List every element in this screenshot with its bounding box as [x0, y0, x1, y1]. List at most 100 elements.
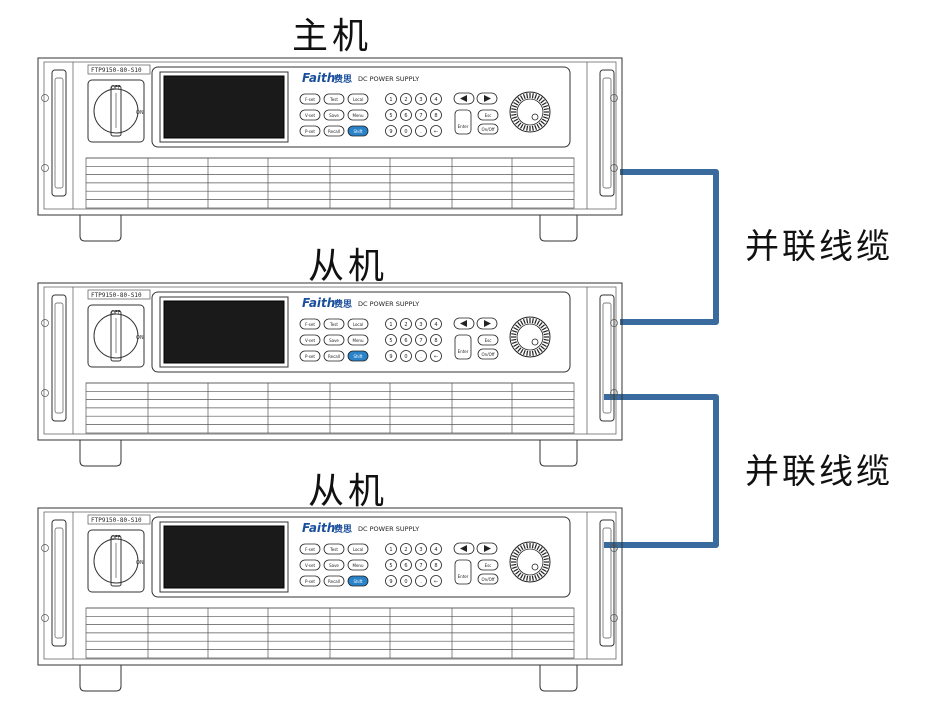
- numeric-key-8[interactable]: [385, 125, 397, 137]
- esc-key[interactable]: [477, 334, 499, 346]
- key-menu[interactable]: [347, 109, 369, 121]
- on-off-key[interactable]: [477, 123, 499, 135]
- numeric-key-9[interactable]: [400, 350, 412, 362]
- numeric-key-5[interactable]: [400, 334, 412, 346]
- left-rack-handle[interactable]: [51, 294, 67, 422]
- key-menu[interactable]: [347, 334, 369, 346]
- key-label: Shift: [353, 129, 363, 134]
- key-pset[interactable]: [299, 575, 321, 587]
- key-recall[interactable]: [323, 125, 345, 137]
- power-switch-lever[interactable]: [110, 310, 122, 362]
- key-vset[interactable]: [299, 334, 321, 346]
- numeric-key-4[interactable]: [385, 109, 397, 121]
- numeric-key-4[interactable]: [385, 559, 397, 571]
- key-label: On/Off: [482, 127, 495, 132]
- numeric-key-7[interactable]: [430, 334, 442, 346]
- numeric-key-10[interactable]: [415, 125, 427, 137]
- numeric-key-7[interactable]: [430, 559, 442, 571]
- key-local[interactable]: [347, 543, 369, 555]
- numeric-key-9[interactable]: [400, 575, 412, 587]
- numeric-key-3[interactable]: [430, 93, 442, 105]
- key-local[interactable]: [347, 318, 369, 330]
- key-label: F-set: [305, 97, 315, 102]
- key-shift[interactable]: [347, 125, 369, 137]
- numeric-key-4[interactable]: [385, 334, 397, 346]
- key-save[interactable]: [323, 109, 345, 121]
- key-vset[interactable]: [299, 559, 321, 571]
- numeric-key-6[interactable]: [415, 334, 427, 346]
- right-foot: [539, 440, 578, 467]
- key-fset[interactable]: [299, 318, 321, 330]
- knob-tooth: [540, 324, 545, 329]
- numeric-key-2[interactable]: [415, 543, 427, 555]
- numeric-key-6[interactable]: [415, 559, 427, 571]
- key-test[interactable]: [323, 318, 345, 330]
- numeric-key-5[interactable]: [400, 559, 412, 571]
- numeric-key-1[interactable]: [400, 318, 412, 330]
- power-switch-lever[interactable]: [110, 85, 122, 137]
- knob-tooth: [538, 547, 543, 552]
- key-save[interactable]: [323, 334, 345, 346]
- key-fset[interactable]: [299, 93, 321, 105]
- numeric-key-2[interactable]: [415, 93, 427, 105]
- key-fset[interactable]: [299, 543, 321, 555]
- key-test[interactable]: [323, 93, 345, 105]
- numeric-key-5[interactable]: [400, 109, 412, 121]
- right-rack-handle[interactable]: [599, 294, 615, 422]
- left-rack-handle[interactable]: [51, 519, 67, 647]
- key-shift[interactable]: [347, 350, 369, 362]
- numeric-key-10[interactable]: [415, 350, 427, 362]
- enter-key[interactable]: [454, 109, 472, 135]
- right-rack-handle[interactable]: [599, 69, 615, 197]
- key-pset[interactable]: [299, 125, 321, 137]
- enter-key[interactable]: [454, 559, 472, 585]
- knob-tooth: [522, 543, 526, 550]
- key-save[interactable]: [323, 559, 345, 571]
- numeric-key-1[interactable]: [400, 543, 412, 555]
- numeric-key-label: ←: [434, 354, 438, 360]
- numeric-key-label: 6: [404, 563, 407, 569]
- numeric-key-3[interactable]: [430, 318, 442, 330]
- enter-key-label: Enter: [458, 574, 469, 579]
- key-label: Menu: [353, 338, 364, 343]
- numeric-key-8[interactable]: [385, 350, 397, 362]
- numeric-key-8[interactable]: [385, 575, 397, 587]
- numeric-key-11[interactable]: [430, 350, 442, 362]
- esc-key[interactable]: [477, 109, 499, 121]
- numeric-key-label: 8: [434, 113, 437, 119]
- numeric-key-11[interactable]: [430, 125, 442, 137]
- power-switch-lever[interactable]: [110, 535, 122, 587]
- key-shift[interactable]: [347, 575, 369, 587]
- key-recall[interactable]: [323, 350, 345, 362]
- key-menu[interactable]: [347, 559, 369, 571]
- numeric-key-7[interactable]: [430, 109, 442, 121]
- numeric-key-2[interactable]: [415, 318, 427, 330]
- numeric-key-0[interactable]: [385, 318, 397, 330]
- numeric-key-0[interactable]: [385, 543, 397, 555]
- numeric-key-3[interactable]: [430, 543, 442, 555]
- numeric-key-0[interactable]: [385, 93, 397, 105]
- key-recall[interactable]: [323, 575, 345, 587]
- numeric-key-10[interactable]: [415, 575, 427, 587]
- key-local[interactable]: [347, 93, 369, 105]
- key-vset[interactable]: [299, 109, 321, 121]
- enter-key[interactable]: [454, 334, 472, 360]
- key-test[interactable]: [323, 543, 345, 555]
- numeric-key-label: 4: [434, 97, 437, 103]
- on-off-key[interactable]: [477, 348, 499, 360]
- numeric-key-1[interactable]: [400, 93, 412, 105]
- on-off-key[interactable]: [477, 573, 499, 585]
- numeric-key-11[interactable]: [430, 575, 442, 587]
- left-rack-screw-top: [41, 94, 49, 102]
- numeric-key-9[interactable]: [400, 125, 412, 137]
- key-label: Save: [329, 338, 339, 343]
- numeric-key-label: 4: [434, 547, 437, 553]
- left-rack-handle[interactable]: [51, 69, 67, 197]
- numeric-key-6[interactable]: [415, 109, 427, 121]
- key-pset[interactable]: [299, 350, 321, 362]
- esc-key[interactable]: [477, 559, 499, 571]
- right-rack-handle[interactable]: [599, 519, 615, 647]
- knob-tooth: [536, 545, 541, 551]
- slave-unit-1-label: 从机: [308, 246, 388, 287]
